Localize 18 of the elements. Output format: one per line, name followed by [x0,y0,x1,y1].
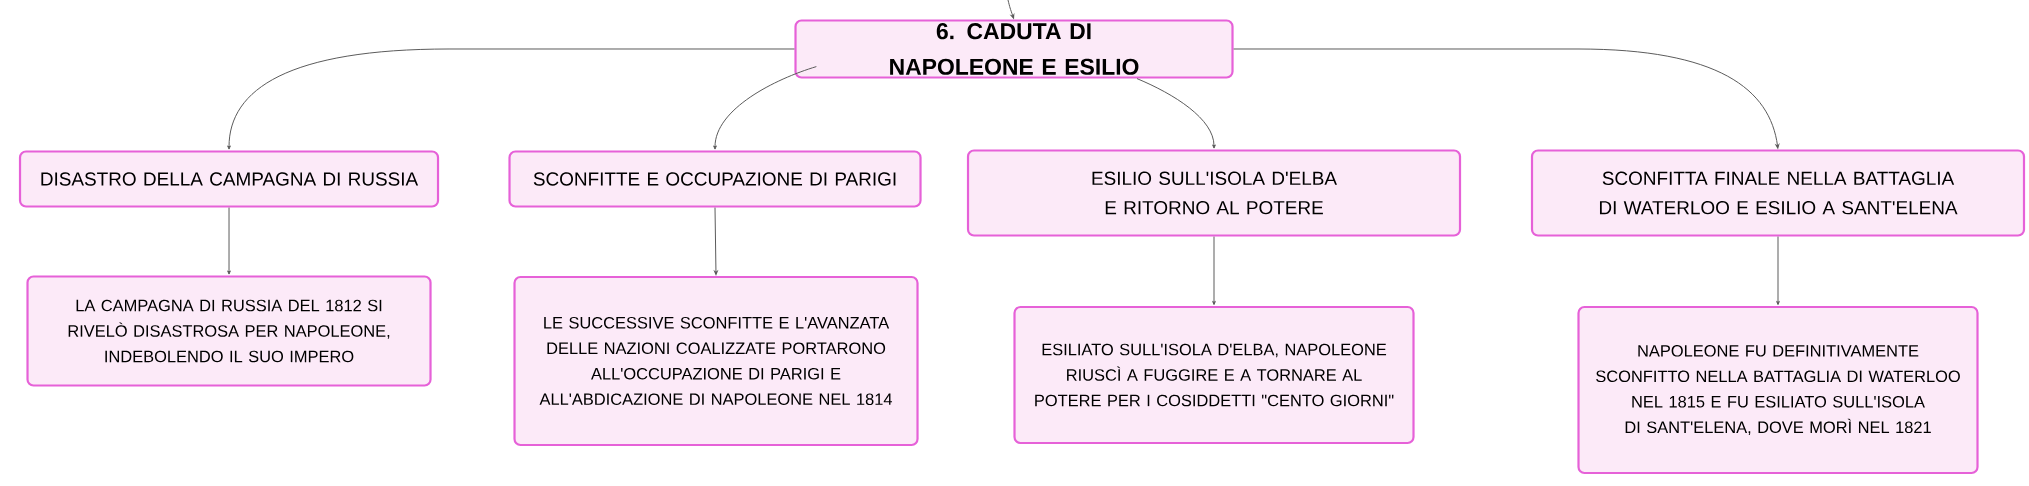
connector-arrow [714,207,718,276]
description-box: LE SUCCESSIVE SCONFITTE E L'AVANZATA DELLE NAZIONI COALIZZATE PORTARONO ALL'OCCUPAZIONE DI PARIGI E ALL'ABDICAZIONE DI NAPOLEONE NEL 1814 [513,275,919,447]
description-box: LA CAMPAGNA DI RUSSIA DEL 1812 SI RIVELÒ DISASTROSA PER NAPOLEONE, INDEBOLENDO IL SUO IMPERO [26,275,432,387]
connector-arrow [713,66,817,150]
connector-arrow [227,207,231,275]
subtopic-box: ESILIO SULL'ISOLA D'ELBA E RITORNO AL POTERE [966,149,1462,237]
subtopic-box: SCONFITTE E OCCUPAZIONE DI PARIGI [508,150,922,208]
description-box: ESILIATO SULL'ISOLA D'ELBA, NAPOLEONE RIUSCÌ A FUGGIRE E A TORNARE AL POTERE PER I COSIDDETTI "CENTO GIORNI" [1013,305,1415,445]
connector-arrow [1776,236,1780,306]
connector-arrow [227,48,795,150]
connector-arrow [1233,48,1780,149]
description-box: NAPOLEONE FU DEFINITIVAMENTE SCONFITTO NELLA BATTAGLIA DI WATERLOO NEL 1815 E FU ESILIATO SULL'ISOLA DI SANT'ELENA, DOVE MORÌ NEL 1821 [1577,305,1979,475]
connector-arrow [1007,0,1015,19]
subtopic-box: SCONFITTA FINALE NELLA BATTAGLIA DI WATERLOO E ESILIO A SANT'ELENA [1530,149,2026,237]
connector-arrow [1212,236,1216,306]
subtopic-box: DISASTRO DELLA CAMPAGNA DI RUSSIA [18,150,440,208]
connector-arrow [1136,78,1216,149]
topic-box: 6. CADUTA DI NAPOLEONE E ESILIO [794,19,1234,79]
